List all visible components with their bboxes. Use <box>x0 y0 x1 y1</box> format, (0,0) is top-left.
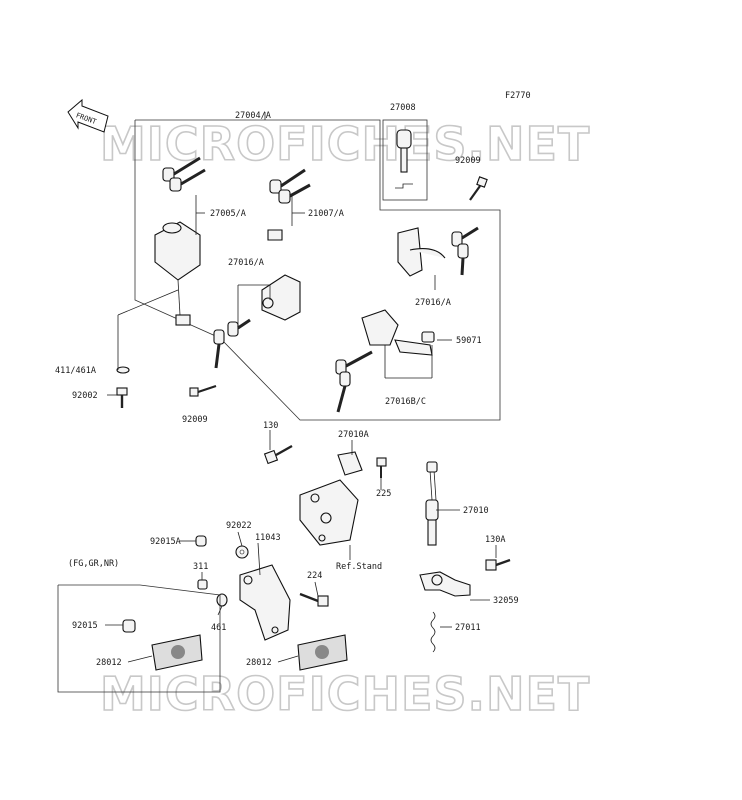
watermark-bottom: MICROFICHES.NET <box>100 667 590 721</box>
ignition-switch <box>154 221 201 326</box>
side-stand-bracket <box>299 479 359 546</box>
clamp-32059 <box>419 571 471 597</box>
label-311: 311 <box>193 562 208 572</box>
label-224: 224 <box>307 571 322 581</box>
label-225: 225 <box>376 489 391 499</box>
seat-lock-right <box>397 226 479 277</box>
screw-92009-top <box>469 176 488 201</box>
seat-lock-mid <box>213 274 301 369</box>
label-411: 411/461A <box>55 366 96 376</box>
label-92015: 92015 <box>72 621 98 631</box>
label-27005: 27005/A <box>210 209 246 219</box>
washer-92022 <box>235 545 249 559</box>
label-27016bc: 27016B/C <box>385 397 426 407</box>
key-set-27005 <box>162 156 206 192</box>
label-ref-stand: Ref.Stand <box>336 562 382 572</box>
label-92022: 92022 <box>226 521 252 531</box>
label-28012-right: 28012 <box>246 658 272 668</box>
label-59071: 59071 <box>456 336 482 346</box>
label-92009-top: 92009 <box>455 156 481 166</box>
label-130a: 130A <box>485 535 505 545</box>
part-59071 <box>421 331 435 343</box>
front-arrow-icon: FRONT <box>67 98 109 133</box>
switch-27010a <box>337 451 387 478</box>
label-27004: 27004/A <box>235 111 271 121</box>
label-27010a: 27010A <box>338 430 369 440</box>
label-27010: 27010 <box>463 506 489 516</box>
label-11043: 11043 <box>255 533 281 543</box>
leader-lines <box>105 195 497 663</box>
washer-411 <box>116 366 130 374</box>
reflector-28012-left <box>151 634 203 671</box>
bolt-92002 <box>116 387 128 408</box>
label-92002: 92002 <box>72 391 98 401</box>
watermark-top: MICROFICHES.NET <box>100 117 590 171</box>
nut-311 <box>197 579 208 590</box>
key-set-21007 <box>267 168 311 241</box>
switch-27010 <box>425 461 439 546</box>
part-labels: 27004/A 27008 92009 27005/A 21007/A 2701… <box>55 103 519 668</box>
label-21007: 21007/A <box>308 209 344 219</box>
label-92015a: 92015A <box>150 537 181 547</box>
spring-27011 <box>430 611 436 653</box>
label-27008: 27008 <box>390 103 416 113</box>
label-27016-right: 27016/A <box>415 298 451 308</box>
label-92009-lower: 92009 <box>182 415 208 425</box>
nut-92015 <box>122 619 136 633</box>
reflector-28012-right <box>297 634 348 671</box>
assembly-frame-lines <box>134 112 501 421</box>
screw-92009-lower <box>189 384 217 397</box>
diagram-code: F2770 <box>505 91 531 101</box>
label-region: (FG,GR,NR) <box>68 559 119 569</box>
helmet-lock <box>335 309 433 413</box>
label-28012-left: 28012 <box>96 658 122 668</box>
label-461: 461 <box>211 623 226 633</box>
bolt-224 <box>299 592 329 607</box>
label-27016-mid: 27016/A <box>228 258 264 268</box>
bolt-130a <box>485 558 511 571</box>
washer-461 <box>216 593 228 607</box>
label-27011: 27011 <box>455 623 481 633</box>
label-130: 130 <box>263 421 278 431</box>
bracket-11043 <box>239 564 291 641</box>
nut-92015a <box>195 535 207 547</box>
region-box <box>57 584 221 693</box>
key-card-box <box>382 119 428 201</box>
bolt-130 <box>263 444 293 465</box>
label-32059: 32059 <box>493 596 519 606</box>
